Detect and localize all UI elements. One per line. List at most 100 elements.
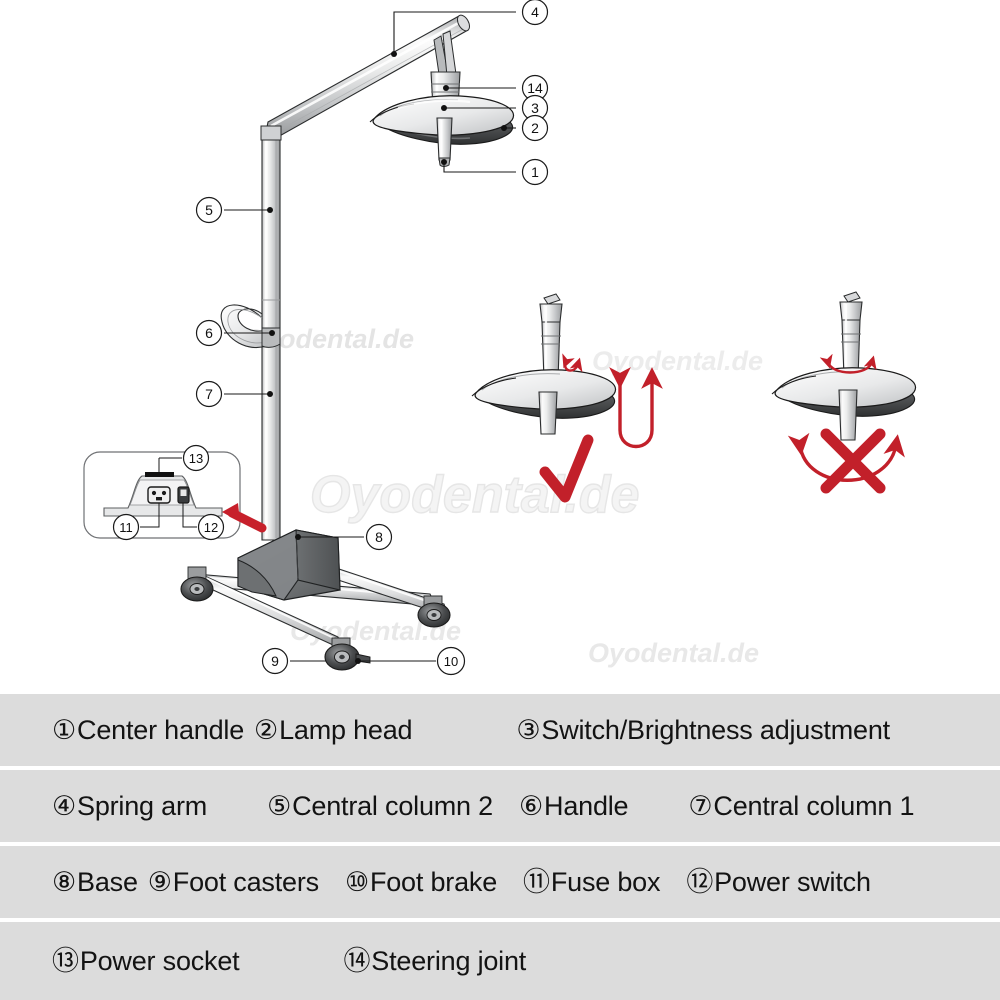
vertical-tilt-arrow: [609, 367, 663, 448]
power-switch-icon: [177, 486, 190, 504]
callout-bubbles: 4 14 3 2 1: [112, 0, 549, 676]
legend-item-2: ② Lamp head: [254, 714, 413, 746]
legend-item-11: ⑪ Fuse box: [523, 867, 660, 898]
callout-bubble-11[interactable]: 11: [112, 513, 140, 541]
usage-panel-incorrect: [771, 291, 917, 494]
power-socket-icon: [147, 486, 171, 504]
callout-3-number: 3: [531, 100, 539, 116]
legend-number-3: ③: [516, 714, 541, 746]
callout-bubble-13[interactable]: 13: [182, 444, 210, 472]
callout-8-number: 8: [375, 529, 383, 545]
check-mark-icon: [539, 434, 594, 503]
legend-number-14: ⑭: [343, 945, 371, 977]
legend-label-6: Handle: [544, 790, 629, 821]
callout-bubble-5[interactable]: 5: [195, 196, 223, 224]
legend-item-6: ⑥ Handle: [519, 790, 629, 822]
callout-bubble-8[interactable]: 8: [365, 523, 393, 551]
legend-item-3: ③ Switch/Brightness adjustment: [516, 715, 890, 746]
diagram-canvas: Oyodental.de Oyodental.de Oyodental.de O…: [83, 0, 917, 676]
legend-label-12: Power switch: [714, 866, 871, 897]
legend-number-4: ④: [52, 790, 77, 822]
legend-item-8: ⑧ Base: [52, 867, 138, 898]
callout-bubble-7[interactable]: 7: [195, 380, 223, 408]
legend-label-8: Base: [77, 866, 138, 897]
callout-10-number: 10: [444, 654, 458, 669]
casters-group: [180, 566, 451, 671]
callout-group: [224, 11, 516, 662]
legend-row-1: ① Center handle ② Lamp head ③ Switch/Bri…: [0, 694, 1000, 766]
legend-number-2: ②: [254, 714, 279, 746]
joint-rotate-arrow: [819, 353, 877, 374]
legend-row-2: ④ Spring arm ⑤ Central column 2 ⑥ Handle…: [0, 770, 1000, 842]
callout-6-number: 6: [205, 325, 213, 341]
legend-number-8: ⑧: [52, 866, 77, 898]
spring-arm: [260, 14, 471, 141]
inset-pointer-arrow: [222, 503, 267, 533]
watermark-small-3: Oyodental.de: [592, 346, 763, 376]
legend-number-1: ①: [52, 714, 77, 746]
callout-11-number: 11: [119, 520, 133, 535]
legend-item-9: ⑨ Foot casters: [148, 867, 319, 898]
callout-12-number: 12: [204, 520, 218, 535]
cross-mark-icon: [820, 428, 886, 494]
legend-number-10: ⑩: [344, 866, 369, 898]
legend-row-3: ⑧ Base ⑨ Foot casters ⑩ Foot brake ⑪ Fus…: [0, 846, 1000, 918]
legend-label-10: Foot brake: [369, 866, 498, 897]
legend-label-13: Power socket: [79, 945, 240, 976]
legend-item-12: ⑫ Power switch: [686, 866, 871, 898]
legend-item-13: ⑬ Power socket: [52, 945, 240, 977]
legend-label-11: Fuse box: [550, 866, 661, 897]
watermark-group: Oyodental.de Oyodental.de Oyodental.de O…: [243, 324, 763, 668]
legend-label-7: Central column 1: [713, 790, 915, 821]
legend-label-3: Switch/Brightness adjustment: [541, 714, 890, 745]
callout-bubble-9[interactable]: 9: [261, 647, 289, 675]
legend-item-7: ⑦ Central column 1: [688, 791, 914, 822]
caster-front: [324, 637, 371, 671]
legend-number-7: ⑦: [688, 790, 713, 822]
callout-14-number: 14: [527, 80, 543, 96]
fuse-box-slot: [145, 472, 174, 477]
callout-2-number: 2: [531, 120, 539, 136]
callout-bubble-4[interactable]: 4: [521, 0, 549, 26]
legend-label-5: Central column 2: [292, 790, 493, 821]
legend-item-5: ⑤ Central column 2: [267, 791, 493, 822]
callout-bubble-6[interactable]: 6: [195, 319, 223, 347]
legend-item-10: ⑩ Foot brake: [345, 867, 497, 898]
legend-number-13: ⑬: [52, 945, 79, 977]
caster-right: [417, 595, 451, 628]
callout-bubble-10[interactable]: 10: [436, 646, 466, 676]
legend-number-9: ⑨: [147, 866, 172, 898]
legend-row-4: ⑬ Power socket ⑭ Steering joint: [0, 922, 1000, 1000]
callout-bubble-12[interactable]: 12: [197, 513, 225, 541]
usage-panel-correct: [471, 293, 663, 503]
watermark-large: Oyodental.de: [310, 466, 639, 524]
callout-9-number: 9: [271, 653, 279, 669]
callout-7-number: 7: [205, 386, 213, 402]
callout-bubble-1[interactable]: 1: [521, 158, 549, 186]
caster-left: [180, 566, 214, 602]
legend-label-9: Foot casters: [172, 866, 319, 897]
legend-label-14: Steering joint: [371, 945, 527, 976]
legend-number-12: ⑫: [686, 866, 714, 898]
callout-13-number: 13: [189, 451, 203, 466]
legend-number-5: ⑤: [267, 790, 292, 822]
legend-item-1: ① Center handle: [52, 715, 244, 746]
legend-number-11: ⑪: [523, 866, 550, 898]
callout-bubble-2[interactable]: 2: [521, 114, 549, 142]
legend-number-6: ⑥: [519, 790, 544, 822]
legend-label-1: Center handle: [77, 714, 245, 745]
base-assembly: [195, 529, 449, 652]
lamp-assembly: [180, 14, 515, 671]
joint-tilt-arrow: [562, 353, 583, 373]
callout-bubble-14[interactable]: 14: [521, 74, 549, 102]
legend-label-2: Lamp head: [279, 714, 413, 745]
callout-anchor-dots: [267, 51, 507, 664]
callout-5-number: 5: [205, 202, 213, 218]
callout-4-number: 4: [531, 4, 539, 20]
horizontal-swing-arrow: [787, 432, 905, 482]
callout-1-number: 1: [531, 164, 539, 180]
legend-item-14: ⑭ Steering joint: [343, 946, 526, 977]
legend-panel: ① Center handle ② Lamp head ③ Switch/Bri…: [0, 690, 1000, 1000]
legend-item-4: ④ Spring arm: [52, 791, 207, 822]
